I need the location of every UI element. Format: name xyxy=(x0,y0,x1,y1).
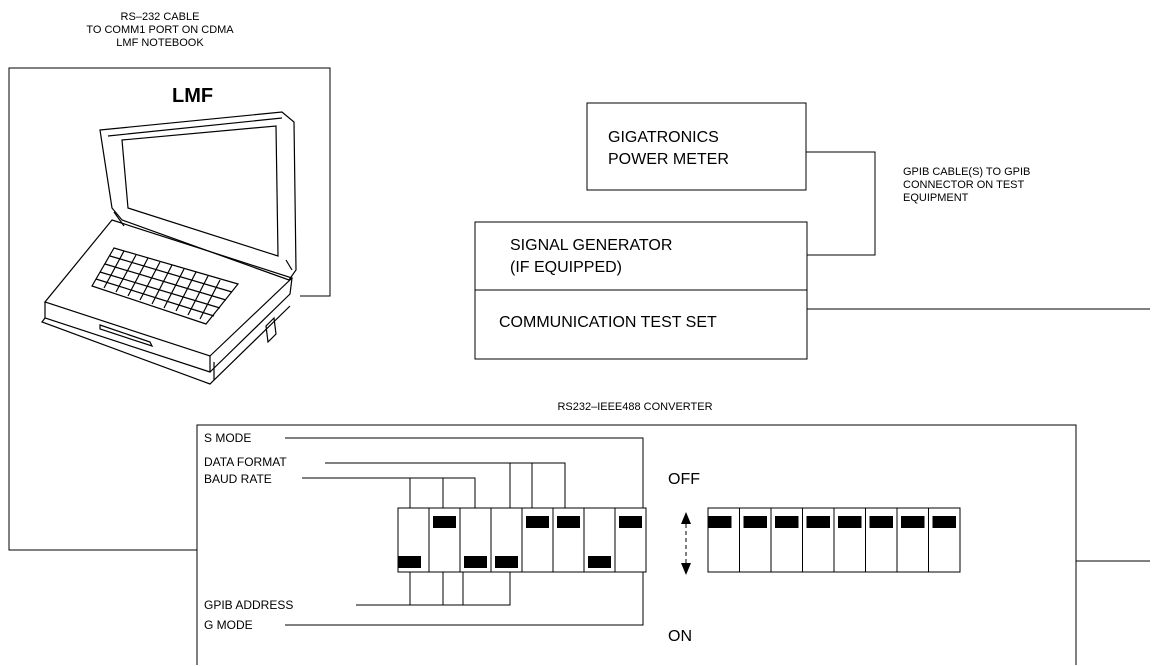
left-bank-switch-1 xyxy=(397,507,430,573)
comm-test-set-label: COMMUNICATION TEST SET xyxy=(499,314,717,331)
svg-text:(IF EQUIPPED): (IF EQUIPPED) xyxy=(510,259,622,276)
right-bank-switch-knob-6 xyxy=(869,516,893,528)
double-arrow-icon xyxy=(681,512,691,575)
on-label: ON xyxy=(668,628,692,645)
s-mode-leader xyxy=(285,437,644,508)
svg-text:GIGATRONICS: GIGATRONICS xyxy=(608,129,719,146)
dip-switch-bank-left xyxy=(397,507,647,573)
data-format-leader xyxy=(325,462,566,508)
converter: RS232–IEEE488 CONVERTER xyxy=(196,401,1077,665)
right-bank-switch-4 xyxy=(802,507,835,573)
gpib-cable-label: GPIB CABLE(S) TO GPIB CONNECTOR ON TEST … xyxy=(903,166,1030,204)
svg-text:TO COMM1 PORT ON CDMA: TO COMM1 PORT ON CDMA xyxy=(86,24,234,36)
converter-title: RS232–IEEE488 CONVERTER xyxy=(557,401,712,413)
laptop-icon xyxy=(41,111,297,385)
right-bank-switch-5 xyxy=(833,507,866,573)
baud-rate-label: BAUD RATE xyxy=(204,472,272,486)
right-bank-switch-knob-4 xyxy=(806,516,830,528)
off-label: OFF xyxy=(668,471,700,488)
left-bank-switch-knob-7 xyxy=(588,556,611,568)
right-bank-switch-knob-2 xyxy=(743,516,767,528)
right-bank-switch-knob-5 xyxy=(838,516,862,528)
left-bank-switch-3 xyxy=(459,507,492,573)
left-bank-switch-8 xyxy=(614,507,647,573)
right-bank-switch-8 xyxy=(928,507,961,573)
right-bank-switch-knob-7 xyxy=(901,516,925,528)
gpib-address-label: GPIB ADDRESS xyxy=(204,598,293,612)
rs232-cable-label: RS–232 CABLE TO COMM1 PORT ON CDMA LMF N… xyxy=(86,11,234,49)
off-on-indicator: OFF ON xyxy=(668,471,700,645)
svg-text:GPIB CABLE(S) TO GPIB: GPIB CABLE(S) TO GPIB xyxy=(903,166,1030,178)
lmf-notebook: LMF xyxy=(41,85,297,385)
signal-generator-label: SIGNAL GENERATOR xyxy=(510,237,672,254)
switch-leader-lines xyxy=(285,437,644,626)
left-bank-switch-7 xyxy=(583,507,616,573)
right-bank-switch-knob-8 xyxy=(932,516,956,528)
svg-text:EQUIPMENT: EQUIPMENT xyxy=(903,192,969,204)
g-mode-leader xyxy=(285,572,644,626)
left-bank-switch-knob-5 xyxy=(526,516,549,528)
right-bank-switch-2 xyxy=(739,507,772,573)
power-meter-box xyxy=(586,102,807,191)
right-bank-switch-knob-3 xyxy=(775,516,799,528)
left-bank-switch-2 xyxy=(428,507,461,573)
g-mode-label: G MODE xyxy=(204,618,253,632)
left-bank-switch-6 xyxy=(552,507,585,573)
right-bank-switch-knob-1 xyxy=(708,516,732,528)
baud-rate-leader xyxy=(302,477,476,508)
svg-text:POWER METER: POWER METER xyxy=(608,151,729,168)
svg-text:LMF NOTEBOOK: LMF NOTEBOOK xyxy=(116,37,204,49)
test-equipment-stack: SIGNAL GENERATOR (IF EQUIPPED) COMMUNICA… xyxy=(474,221,808,360)
power-meter: GIGATRONICS POWER METER xyxy=(586,102,807,191)
left-bank-switch-knob-8 xyxy=(619,516,642,528)
left-bank-switch-knob-1 xyxy=(398,556,421,568)
left-bank-switch-4 xyxy=(490,507,523,573)
rs232-cable xyxy=(8,67,331,551)
right-bank-switch-7 xyxy=(896,507,929,573)
data-format-label: DATA FORMAT xyxy=(204,455,287,469)
left-bank-switch-5 xyxy=(521,507,554,573)
right-bank-switch-3 xyxy=(770,507,803,573)
left-bank-switch-knob-3 xyxy=(464,556,487,568)
gpib-address-leader xyxy=(356,572,511,606)
left-bank-switch-knob-6 xyxy=(557,516,580,528)
switch-labels: S MODE DATA FORMAT BAUD RATE GPIB ADDRES… xyxy=(204,431,293,632)
svg-text:RS–232 CABLE: RS–232 CABLE xyxy=(121,11,200,23)
lmf-label: LMF xyxy=(172,85,213,107)
left-bank-switch-knob-4 xyxy=(495,556,518,568)
converter-box xyxy=(196,424,1077,665)
left-bank-switch-knob-2 xyxy=(433,516,456,528)
svg-text:CONNECTOR ON TEST: CONNECTOR ON TEST xyxy=(903,179,1024,191)
gpib-cable xyxy=(806,151,876,256)
right-bank-switch-1 xyxy=(707,507,740,573)
dip-switch-bank-right xyxy=(707,507,961,573)
right-bank-switch-6 xyxy=(865,507,898,573)
s-mode-label: S MODE xyxy=(204,431,251,445)
